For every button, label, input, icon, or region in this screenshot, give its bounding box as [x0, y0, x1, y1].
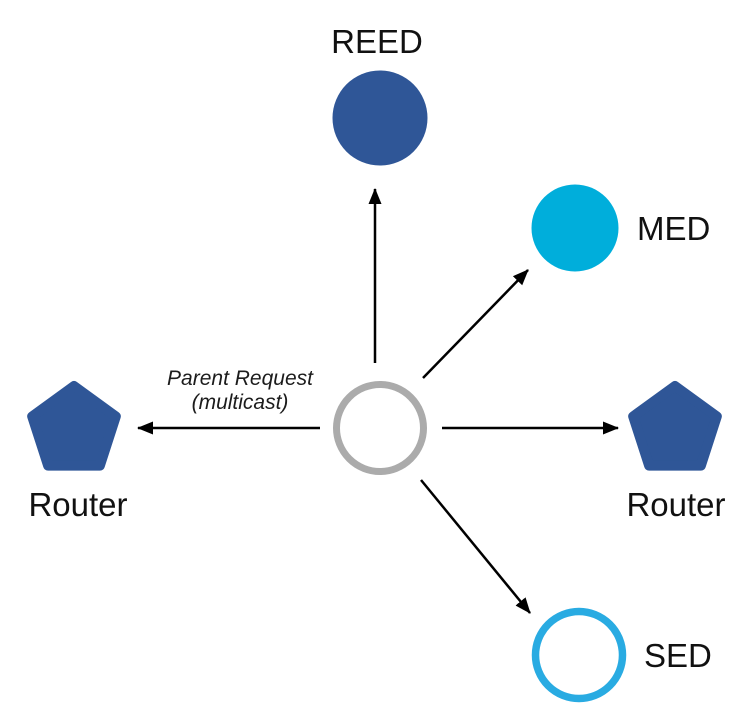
parent-request-annotation-line2: (multicast)	[192, 391, 289, 414]
arrow-group	[137, 188, 619, 614]
med-node-icon	[531, 184, 619, 272]
parent-request-annotation-line1: Parent Request	[167, 367, 314, 390]
reed-label: REED	[331, 23, 423, 60]
center-node-icon	[333, 381, 427, 475]
sed-label: SED	[644, 637, 712, 674]
router-right-label: Router	[626, 486, 725, 523]
router-left-label: Router	[28, 486, 127, 523]
sed-node-icon	[531, 607, 627, 703]
reed-node-icon	[332, 70, 428, 166]
router-left-node-icon	[27, 381, 121, 471]
med-label: MED	[637, 210, 710, 247]
router-right-node-icon	[628, 381, 722, 471]
arrow-center-to-med	[422, 269, 529, 379]
arrow-center-to-sed	[420, 479, 531, 614]
